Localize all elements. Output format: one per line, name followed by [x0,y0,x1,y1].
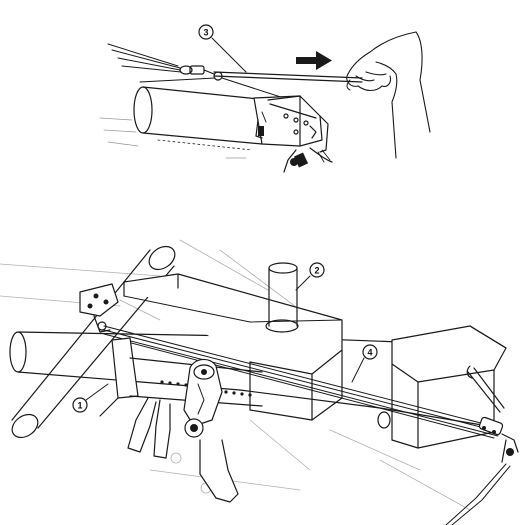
callout-2: 2 [295,262,325,291]
sleeve-collar [99,337,139,417]
bottom-figure: 2 4 1 [0,239,519,525]
top-clamp [255,111,267,139]
lower-right-cable [445,463,511,525]
top-figure: 3 [99,24,431,173]
bottom-faint-background [0,239,471,511]
cable-run [103,325,501,439]
callout-3-label: 3 [203,28,208,38]
callout-1-label: 1 [77,401,82,411]
callout-1: 1 [72,383,109,413]
center-block [123,273,343,421]
main-clamp [183,358,223,438]
left-bracket [79,283,119,333]
top-spring-hook [283,147,333,173]
callout-4-label: 4 [367,348,372,358]
callout-4: 4 [351,344,378,383]
callout-3: 3 [198,24,247,73]
pulled-cable [213,71,363,101]
vertical-tube [268,262,298,327]
top-tube [133,86,269,151]
hand-illustration [346,31,431,159]
secondary-strand [139,77,216,83]
right-end-fitting [466,365,519,463]
top-faint-marks [99,117,247,159]
cable-fitting [179,65,223,81]
hanging-grips [127,397,239,503]
cable-strands-left [107,43,182,73]
right-block [391,325,507,449]
callout-2-label: 2 [314,266,319,276]
pull-direction-arrow [296,51,332,70]
top-bracket [253,95,329,153]
